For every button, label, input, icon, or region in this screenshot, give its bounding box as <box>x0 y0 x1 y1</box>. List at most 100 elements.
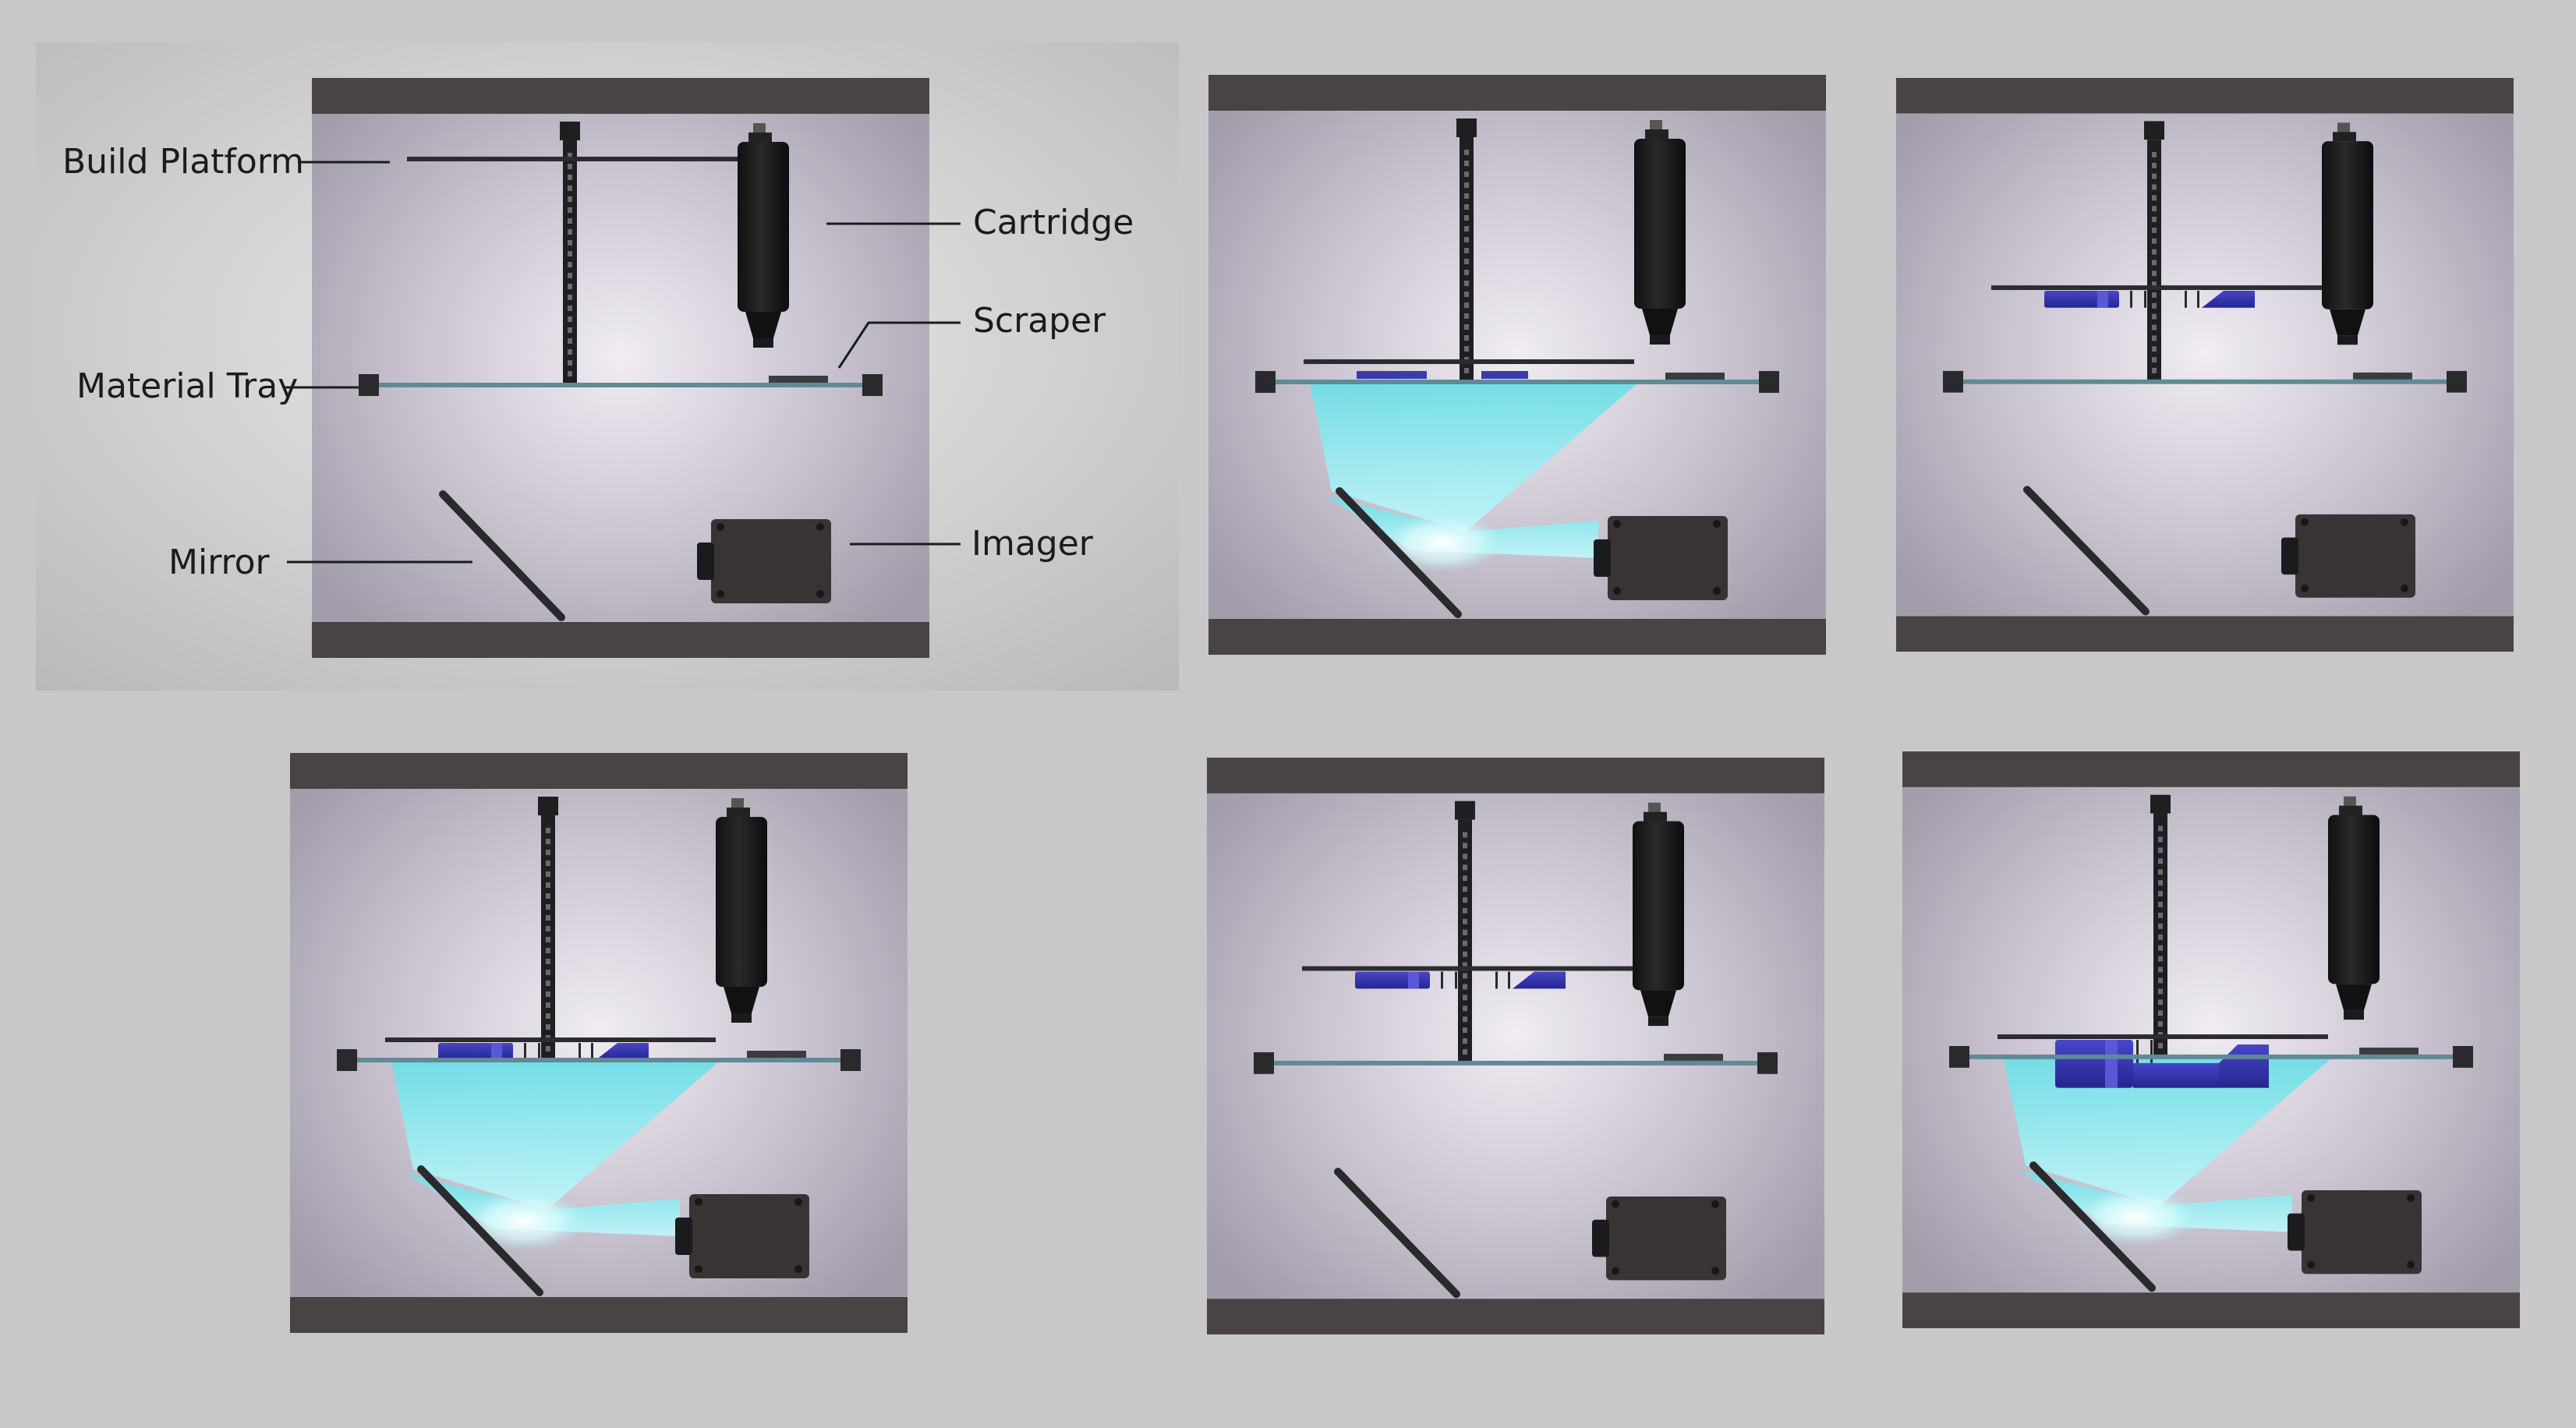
cartridge-nozzle <box>745 312 781 338</box>
panel-1-labeled-overview <box>312 78 929 658</box>
imager-screw <box>1613 587 1621 595</box>
column-hole <box>2152 227 2157 233</box>
cartridge-nozzle <box>724 987 759 1013</box>
column-hole <box>546 871 550 877</box>
column-hole <box>1463 995 1467 1001</box>
support-strut <box>1495 971 1498 989</box>
column-hole <box>1463 886 1467 892</box>
cartridge-tip <box>753 338 773 348</box>
chamber-top-wall <box>1896 78 2514 114</box>
material-tray <box>1962 1054 2461 1059</box>
column-hole <box>1464 150 1469 155</box>
column-hole <box>546 1002 550 1008</box>
imager-screw <box>2401 584 2408 592</box>
tray-bracket-right <box>840 1049 861 1071</box>
column-hole <box>2158 956 2163 962</box>
column-hole <box>2152 346 2157 352</box>
column-hole <box>568 186 572 191</box>
printed-part <box>2055 1040 2133 1088</box>
column-hole <box>2152 367 2157 373</box>
column-hole <box>2158 847 2163 854</box>
column-hole <box>568 316 572 322</box>
support-strut <box>538 1043 540 1060</box>
column-hole <box>546 959 550 964</box>
imager-screw <box>2407 1193 2415 1202</box>
chamber-top-wall <box>1207 758 1824 794</box>
column-hole <box>2158 1010 2163 1016</box>
chamber-bottom-wall <box>1208 619 1826 655</box>
column-hole <box>2158 1021 2163 1027</box>
column-hole <box>1464 215 1469 221</box>
tray-bracket-right <box>1757 1052 1778 1074</box>
imager-screw <box>1713 520 1721 528</box>
column-hole <box>568 207 572 213</box>
column-hole <box>546 1013 550 1019</box>
material-tray <box>349 1058 848 1062</box>
column-hole <box>2158 891 2163 896</box>
column-hole <box>2152 217 2157 222</box>
support-strut <box>1441 971 1443 989</box>
build-platform-label: Build Platform <box>62 142 304 182</box>
column-hole <box>546 839 550 844</box>
column-hole <box>1464 248 1469 253</box>
column-hole <box>2158 880 2163 886</box>
column-hole <box>568 306 572 311</box>
column-hole <box>2152 195 2157 201</box>
column-hole <box>568 218 572 224</box>
chamber-interior <box>312 78 929 658</box>
column-hole <box>2152 260 2157 266</box>
cartridge <box>738 142 789 312</box>
cartridge-nozzle <box>1640 990 1676 1017</box>
column-cap <box>560 122 580 140</box>
support-strut <box>2150 1040 2153 1063</box>
column-hole <box>1463 843 1467 849</box>
chamber-bottom-wall <box>290 1297 908 1333</box>
imager-lens <box>1594 539 1611 577</box>
column-hole <box>1463 1006 1467 1012</box>
column-hole <box>1463 907 1467 914</box>
imager <box>711 519 831 603</box>
support-strut <box>591 1043 593 1060</box>
column-hole <box>1463 918 1467 924</box>
column-hole <box>568 295 572 300</box>
cartridge <box>2322 141 2373 309</box>
column-hole <box>1463 875 1467 882</box>
cartridge-tip <box>2337 335 2358 345</box>
column-hole <box>1464 335 1469 341</box>
scraper <box>1664 1053 1723 1061</box>
column-hole <box>2158 988 2163 995</box>
support-strut <box>1455 971 1457 989</box>
material-tray <box>1266 1060 1765 1066</box>
column-hole <box>546 926 550 931</box>
mirror-glow <box>2074 1186 2199 1246</box>
imager-screw <box>1713 587 1721 595</box>
column-hole <box>1464 270 1469 275</box>
cartridge-tip <box>1650 335 1670 345</box>
cartridge-tip <box>2344 1010 2364 1020</box>
printed-part <box>2133 1062 2219 1088</box>
chamber-interior <box>1208 75 1826 655</box>
column-hole <box>1463 854 1467 860</box>
imager-lens <box>2288 1213 2305 1251</box>
cartridge-tip <box>1648 1016 1668 1027</box>
cartridge-neck <box>1644 811 1667 822</box>
build-platform <box>385 1037 716 1042</box>
column-hole <box>2158 934 2163 940</box>
imager-screw <box>1711 1200 1719 1208</box>
cartridge-nozzle <box>1642 309 1678 335</box>
light-beam-lower <box>1325 496 1598 558</box>
printed-layer <box>1357 371 1427 379</box>
column-hole <box>1464 171 1469 177</box>
printed-part-highlight <box>1408 971 1419 989</box>
cartridge <box>716 817 767 987</box>
column-hole <box>1464 226 1469 232</box>
column-hole <box>2152 335 2157 341</box>
column-hole <box>546 948 550 953</box>
column-hole <box>2152 151 2157 157</box>
column-hole <box>1463 973 1467 979</box>
column-hole <box>2158 977 2163 984</box>
imager-screw <box>2301 584 2309 592</box>
build-platform <box>407 157 738 161</box>
column-hole <box>2152 281 2157 288</box>
